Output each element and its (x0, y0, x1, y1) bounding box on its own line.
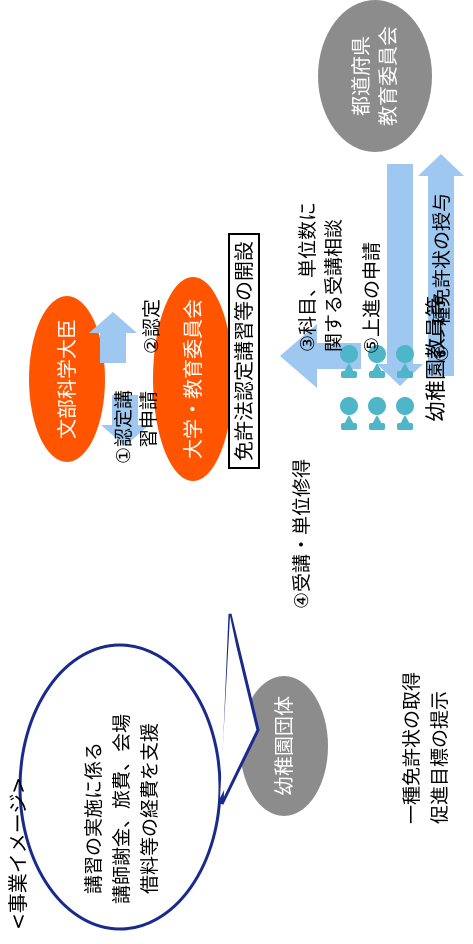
course-opening-box: 免許法認定講習等の開設 (228, 233, 260, 469)
support-bubble-line1: 講習の実施に係る (83, 741, 105, 894)
university-label: 大学・教育委員会 (181, 299, 205, 459)
step2-label: ②認定 (141, 298, 163, 354)
arrow-study-credit (280, 324, 361, 388)
support-bubble-line2: 講師謝金、旅費、会場 (111, 713, 133, 904)
support-bubble-line3: 借料等の経費を支援 (139, 722, 161, 894)
teachers-label: 幼稚園教員等 (424, 296, 448, 422)
page-title: <事業イメージ> (6, 776, 30, 930)
group-note-line2: 促進目標の提示 (429, 690, 451, 824)
arrow-upgrade-application (418, 154, 464, 376)
step1-label-line1: ①認定講 (113, 389, 135, 464)
support-speech-bubble (18, 613, 260, 931)
step3-label-line2: 関する受講相談 (323, 218, 345, 352)
teacher-person-icons (340, 345, 414, 430)
prefecture-label-line2: 教育委員会 (376, 26, 400, 126)
kindergarten-group-label: 幼稚園団体 (272, 696, 296, 796)
prefecture-label-line1: 都道府県 (349, 36, 373, 116)
step1-label-line2: 習申請 (138, 390, 160, 448)
arrow-license-grant (377, 164, 423, 386)
arrow-application-up (89, 312, 137, 363)
group-note-line1: 一種免許状の取得 (401, 671, 423, 824)
step3-label-line1: ③科目、単位数に (297, 201, 319, 352)
minister-node (29, 296, 105, 462)
step5-label: ⑤上進の申請 (361, 241, 383, 354)
arrow-approval-down (101, 395, 149, 446)
kindergarten-group-node (240, 676, 328, 816)
step4-label: ④受講・単位修得 (291, 458, 313, 609)
minister-label: 文部科学大臣 (55, 319, 79, 439)
prefecture-node (318, 0, 432, 152)
university-node (153, 277, 233, 481)
